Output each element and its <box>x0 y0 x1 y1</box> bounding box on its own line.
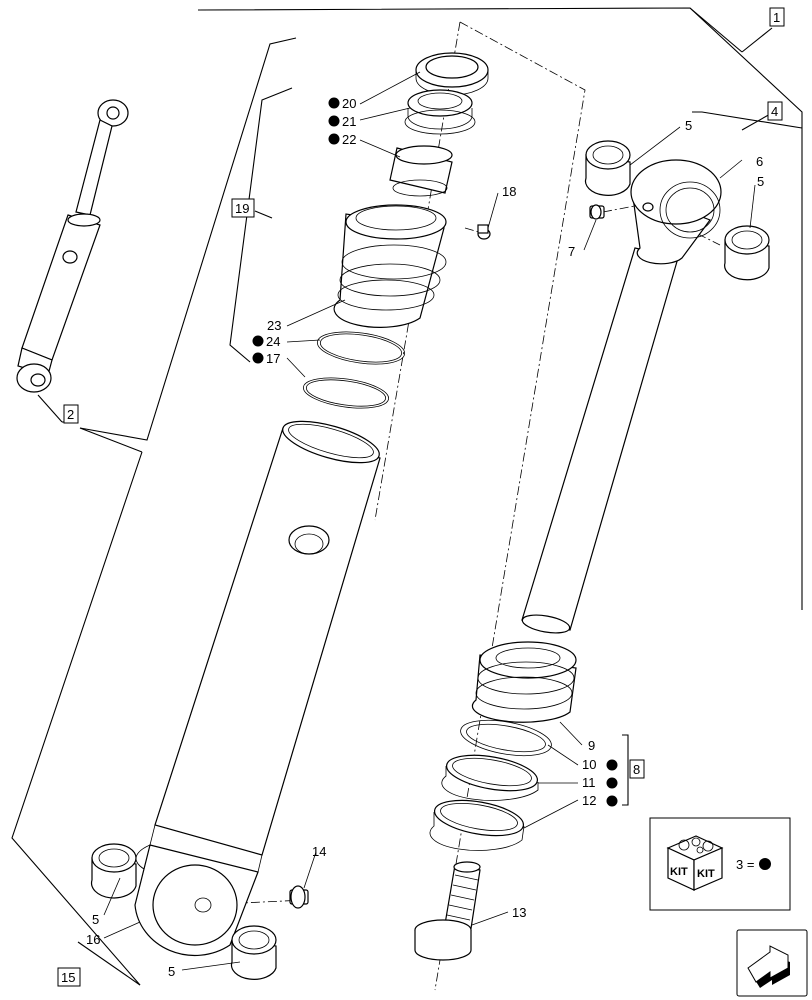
kit-dot-24 <box>252 335 264 347</box>
callout-7: 7 <box>568 244 575 259</box>
seal-20 <box>415 52 489 96</box>
callout-box-19 <box>231 198 255 218</box>
kit-label-right: KIT <box>697 868 715 880</box>
ring-11 <box>441 754 539 801</box>
callout-17: 17 <box>266 351 280 366</box>
o-ring-17 <box>302 377 390 409</box>
ring-10 <box>460 719 552 757</box>
assembly-bracket-lines <box>11 7 803 986</box>
callout-1: 1 <box>773 10 780 25</box>
ring-12 <box>429 799 525 851</box>
gland-23 <box>333 204 447 328</box>
kit-legend: KIT KIT 3 = <box>649 817 791 911</box>
callout-9: 9 <box>588 738 595 753</box>
kit-dot-17 <box>252 352 264 364</box>
callout-2: 2 <box>67 407 74 422</box>
callout-14: 14 <box>312 844 326 859</box>
callout-3: 3 = <box>736 857 754 872</box>
fitting-18 <box>477 224 491 240</box>
callout-box-2 <box>63 404 79 424</box>
callout-5-rod-left: 5 <box>685 118 692 133</box>
ring-21 <box>404 89 476 135</box>
callout-8: 8 <box>633 762 640 777</box>
callout-12: 12 <box>582 793 596 808</box>
bushing-5-base-right <box>230 925 277 980</box>
callout-box-15 <box>57 967 81 987</box>
kit-icon: KIT KIT <box>666 835 724 891</box>
callout-4: 4 <box>771 104 778 119</box>
callout-21: 21 <box>342 114 356 129</box>
callout-box-8 <box>629 759 645 779</box>
callout-13: 13 <box>512 905 526 920</box>
callout-16: 16 <box>86 932 100 947</box>
callout-box-4 <box>767 101 783 121</box>
grease-fitting-7 <box>589 204 605 220</box>
bushing-5-rod-left <box>584 140 631 196</box>
piston-9 <box>471 641 577 723</box>
callout-6: 6 <box>756 154 763 169</box>
overview-cylinder <box>16 99 129 393</box>
kit-dot-22 <box>328 133 340 145</box>
callout-11: 11 <box>582 775 596 790</box>
bolt-13 <box>414 861 481 961</box>
callout-18: 18 <box>502 184 516 199</box>
callout-24: 24 <box>266 334 280 349</box>
callout-5-base-left: 5 <box>92 912 99 927</box>
callout-5-rod-right: 5 <box>757 174 764 189</box>
callout-10: 10 <box>582 757 596 772</box>
fitting-14 <box>289 885 309 909</box>
bushing-5-base-left <box>90 843 137 899</box>
callout-5-base-right: 5 <box>168 964 175 979</box>
leader-lines <box>103 71 756 971</box>
bushing-5-rod-right <box>724 225 770 281</box>
callout-15: 15 <box>61 970 75 985</box>
next-page-arrow-icon[interactable] <box>736 929 808 997</box>
callout-box-1 <box>769 7 785 27</box>
kit-dot-11 <box>606 777 618 789</box>
kit-dot-10 <box>606 759 618 771</box>
callout-20: 20 <box>342 96 356 111</box>
callout-labels: 1 2 4 19 8 15 20 21 22 23 24 17 18 5 6 5… <box>57 7 785 987</box>
callout-22: 22 <box>342 132 356 147</box>
kit-dot-legend <box>759 858 771 870</box>
cylinder-barrel <box>134 420 381 957</box>
callout-23: 23 <box>267 318 281 333</box>
kit-label-left: KIT <box>670 866 688 878</box>
kit-dot-20 <box>328 97 340 109</box>
piston-rod <box>521 159 722 634</box>
kit-dot-21 <box>328 115 340 127</box>
o-ring-24 <box>316 331 406 365</box>
callout-19: 19 <box>235 201 249 216</box>
kit-dot-12 <box>606 795 618 807</box>
bushing-22 <box>389 145 453 197</box>
